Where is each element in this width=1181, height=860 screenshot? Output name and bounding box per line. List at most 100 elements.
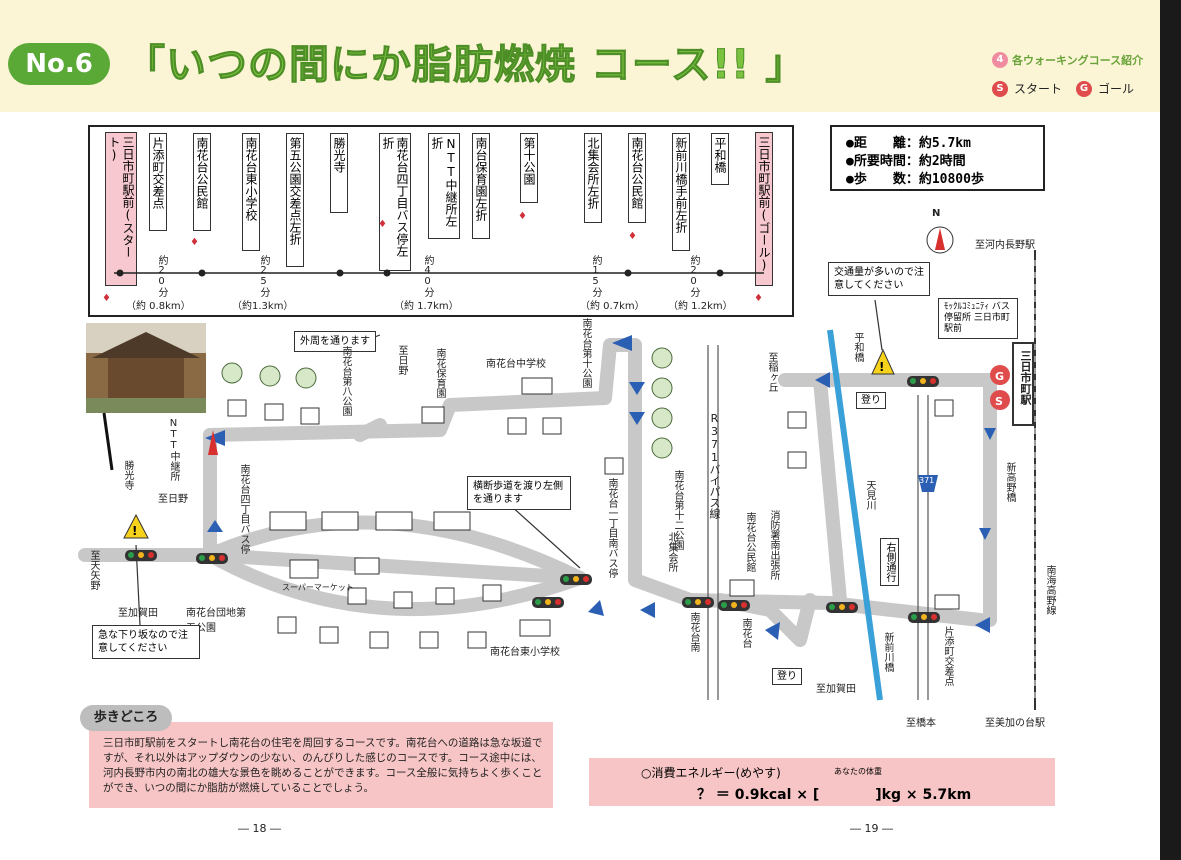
description-panel: 三日市町駅前をスタートし南花台の住宅を周回するコースです。南花台への道路は急な坂… [89, 722, 553, 808]
svg-text:!: ! [132, 524, 137, 538]
seg-dist-1: （約1.3km） [232, 301, 294, 312]
seg-time-2: 約40分 [422, 255, 433, 297]
label-to-hashimoto: 至橋本 [906, 718, 936, 729]
label-to-amano: 至天矢野 [88, 550, 99, 590]
seg-time-0: 約20分 [156, 255, 167, 297]
route-arrows [205, 335, 996, 640]
label-fire-station: 消防署南出張所 [768, 510, 779, 580]
label-shinmaekawa: 新前川橋 [882, 632, 893, 672]
route-timeline: 三日市町駅前(スタート) 片添町交差点 南花台公民館 南花台東小学校 第五公園交… [88, 125, 794, 317]
svg-text:♦: ♦ [518, 211, 527, 222]
label-katasoe: 片添町交差点 [942, 626, 953, 686]
label-heiwa-bashi: 平和橋 [852, 332, 863, 362]
weight-label: あなたの体重 [834, 767, 882, 776]
svg-text:♦: ♦ [628, 231, 637, 242]
seg-time-4: 約20分 [688, 255, 699, 297]
label-hoikuen: 南花保育園 [434, 348, 445, 398]
seg-dist-3: （約 0.7km） [580, 301, 645, 312]
svg-text:♦: ♦ [102, 293, 111, 304]
goal-marker [990, 365, 1010, 385]
label-to-hiyano-2: 至日野 [158, 494, 188, 505]
start-marker [990, 390, 1010, 410]
start-label: スタート [1014, 82, 1063, 96]
traffic-note: 交通量が多いので注意してください [828, 262, 930, 296]
label-nankai-line: 南海高野線 [1044, 565, 1055, 615]
svg-text:!: ! [879, 360, 884, 374]
stop-7: NTT中継所左折 [428, 133, 460, 239]
seg-dist-2: （約 1.7km） [394, 301, 459, 312]
stop-11: 南花台公民館 [628, 133, 646, 223]
stop-13: 平和橋 [711, 133, 729, 185]
stop-8: 南台保育園左折 [472, 133, 490, 239]
energy-panel: ○消費エネルギー(めやす) あなたの体重 ？ ＝ 0.9kcal × [ ]kg… [589, 758, 1055, 806]
label-north-hall: 北集会所 [666, 532, 677, 572]
page-edge [1160, 0, 1181, 860]
stop-2: 南花台公民館 [193, 133, 211, 231]
course-title: 「いつの間にか脂肪燃焼 コース!! 」 [124, 42, 807, 89]
label-amami-river: 天見川 [864, 480, 875, 510]
label-jhs: 南花台中学校 [486, 359, 546, 370]
stop-0: 三日市町駅前(スタート) [105, 132, 137, 286]
label-park12: 南花台第十二公園 [672, 470, 683, 550]
label-to-kagata-2: 至加賀田 [816, 684, 856, 695]
compass-icon [926, 226, 954, 254]
goal-symbol: G [1076, 80, 1093, 97]
goal-label: ゴール [1098, 82, 1135, 96]
traffic-lights [125, 376, 940, 623]
energy-title: ○消費エネルギー(めやす) [641, 766, 781, 780]
label-shokoji: 勝光寺 [122, 460, 133, 490]
svg-text:♦: ♦ [190, 237, 199, 248]
description-tag: 歩きどころ [80, 705, 172, 731]
label-nobori-2: 登り [772, 668, 802, 685]
description-text: 三日市町駅前をスタートし南花台の住宅を周回するコースです。南花台への道路は急な坂… [103, 737, 543, 794]
river [827, 329, 883, 701]
label-nankadai-es: 南花台東小学校 [490, 647, 560, 658]
label-nankadai: 南花台 [740, 618, 751, 648]
label-to-hiyano-1: 至日野 [396, 345, 407, 375]
label-r371: R371バイパス線 [708, 412, 721, 519]
label-gaishu: 外周を通ります [294, 331, 376, 352]
course-info: ●距 離：約5.7km ●所要時間：約2時間 ●歩 数：約10800歩 [830, 125, 1045, 191]
stop-14: 三日市町駅前(ゴール) [755, 132, 773, 286]
section-label: 4 各ウォーキングコース紹介 [992, 52, 1143, 68]
legend: S スタート G ゴール [992, 80, 1134, 97]
seg-time-1: 約25分 [258, 255, 269, 297]
route-371-sign [918, 475, 938, 492]
stop-3: 南花台東小学校 [242, 133, 260, 251]
label-supermarket: スーパーマーケット [282, 583, 354, 592]
seg-dist-4: （約 1.2km） [668, 301, 733, 312]
label-park8: 南花台第八公園 [340, 346, 351, 416]
crosswalk-note: 横断歩道を渡り左側を通ります [467, 476, 571, 510]
stop-9: 第十公園 [520, 133, 538, 203]
label-right-side: 右側通行 [880, 538, 899, 586]
compass-label: N [932, 208, 941, 219]
steps: ●歩 数：約10800歩 [846, 172, 984, 187]
svg-text:♦: ♦ [754, 293, 763, 304]
seg-time-3: 約15分 [590, 255, 601, 297]
page-number-left: ― 18 ― [238, 822, 281, 835]
distance: ●距 離：約5.7km [846, 136, 971, 151]
stop-4: 第五公園交差点左折 [286, 133, 304, 267]
section-title: 各ウォーキングコース紹介 [1012, 54, 1144, 67]
caution-slope: 急な下り坂なので注意してください [92, 625, 200, 659]
bus-stop-note: ﾓｯｸﾙｺﾐｭﾆﾃｨ バス停留所 三日市町駅前 [938, 298, 1018, 339]
seg-dist-0: （約 0.8km） [126, 301, 191, 312]
warning-icon: ! ! [123, 348, 895, 539]
stop-6: 南花台四丁目バス停左折 [379, 133, 411, 271]
label-nankadai-minami: 南花台南 [688, 612, 699, 652]
label-nankadai-hall: 南花台公民館 [744, 512, 755, 572]
label-to-minami-kaga: 至美加の台駅 [985, 718, 1045, 729]
ntt-tower-icon [208, 430, 218, 455]
tree-icons [221, 347, 673, 459]
page-number-right: ― 19 ― [850, 822, 893, 835]
label-bus4: 南花台四丁目バス停 [238, 464, 249, 554]
svg-text:♦: ♦ [378, 219, 387, 230]
energy-formula: ？ ＝ 0.9kcal × [ ]kg × 5.7km [697, 787, 972, 803]
stop-12: 新前川橋手前左折 [672, 133, 690, 251]
label-shintakano: 新高野橋 [1004, 462, 1015, 502]
course-number-badge: No.6 [8, 43, 110, 85]
station-label: 三日市町駅 [1019, 350, 1032, 405]
label-nobori-1: 登り [856, 392, 886, 409]
label-park10: 南花台第十公園 [580, 318, 591, 388]
